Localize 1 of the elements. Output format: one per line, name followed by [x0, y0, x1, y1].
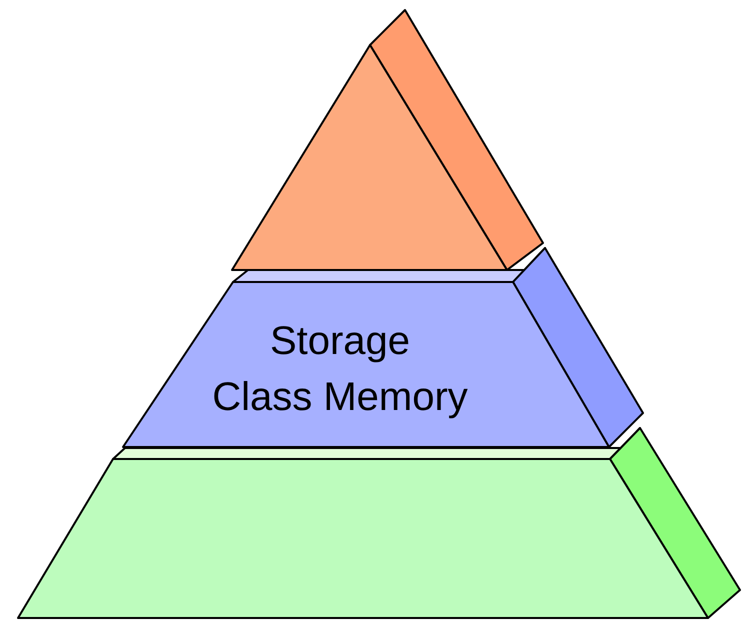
- tier-label: Storage Class Memory: [211, 318, 469, 421]
